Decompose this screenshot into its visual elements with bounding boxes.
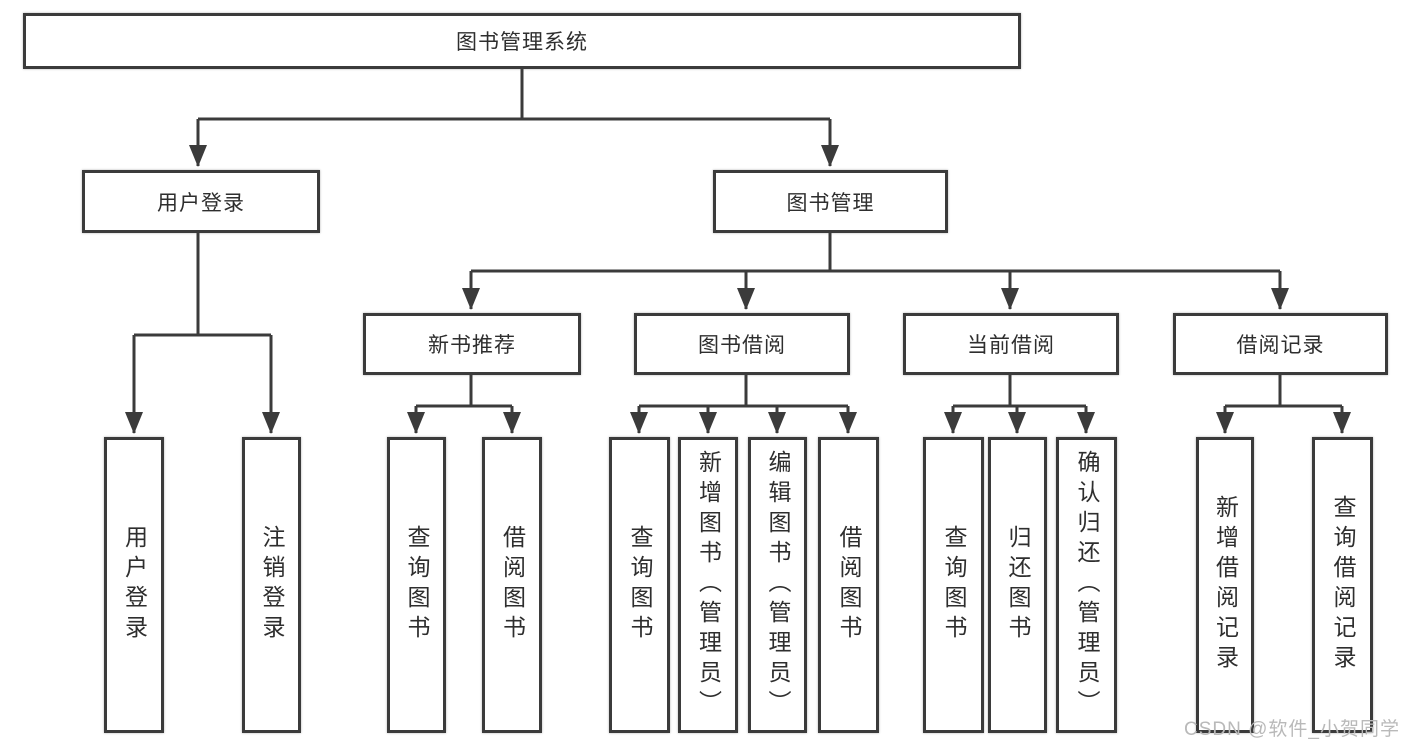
node-leaf-confirm-return-admin-label: 确认归还（管理员） xyxy=(1074,450,1100,720)
node-current-borrow: 当前借阅 xyxy=(903,313,1119,375)
node-leaf-add-borrow-record-label: 新增借阅记录 xyxy=(1212,495,1239,675)
node-leaf-user-login-label: 用户登录 xyxy=(121,525,148,645)
node-leaf-logout: 注销登录 xyxy=(242,437,301,733)
node-leaf-confirm-return-admin: 确认归还（管理员） xyxy=(1056,437,1117,733)
node-leaf-query-books-current-label: 查询图书 xyxy=(941,525,967,645)
node-book-management-label: 图书管理 xyxy=(786,191,875,215)
node-user-login: 用户登录 xyxy=(82,170,320,233)
node-leaf-logout-label: 注销登录 xyxy=(259,525,285,645)
node-leaf-borrow-books-recommend-label: 借阅图书 xyxy=(499,525,526,645)
node-leaf-borrow-books: 借阅图书 xyxy=(818,437,879,733)
csdn-watermark: CSDN @软件_小贺同学 xyxy=(1184,719,1400,740)
node-leaf-borrow-books-recommend: 借阅图书 xyxy=(482,437,542,733)
node-current-borrow-label: 当前借阅 xyxy=(967,334,1055,357)
node-leaf-query-books-recommend: 查询图书 xyxy=(387,437,446,733)
node-leaf-add-book-admin: 新增图书（管理员） xyxy=(678,437,738,733)
node-new-book-recommend-label: 新书推荐 xyxy=(428,334,516,357)
node-leaf-return-book-label: 归还图书 xyxy=(1005,525,1031,645)
node-leaf-query-books-current: 查询图书 xyxy=(923,437,984,733)
node-leaf-query-books-borrow-label: 查询图书 xyxy=(627,525,653,645)
node-leaf-query-books-recommend-label: 查询图书 xyxy=(404,525,430,645)
node-leaf-query-books-borrow: 查询图书 xyxy=(609,437,670,733)
node-leaf-edit-book-admin: 编辑图书（管理员） xyxy=(748,437,807,733)
node-new-book-recommend: 新书推荐 xyxy=(363,313,581,375)
node-leaf-add-borrow-record: 新增借阅记录 xyxy=(1196,437,1254,733)
node-leaf-edit-book-admin-label: 编辑图书（管理员） xyxy=(765,450,791,720)
node-leaf-query-borrow-record: 查询借阅记录 xyxy=(1312,437,1373,733)
node-root-label: 图书管理系统 xyxy=(456,31,588,54)
node-book-borrow-label: 图书借阅 xyxy=(698,334,786,357)
node-borrow-record: 借阅记录 xyxy=(1173,313,1388,375)
node-leaf-user-login: 用户登录 xyxy=(104,437,164,733)
node-leaf-add-book-admin-label: 新增图书（管理员） xyxy=(695,450,722,720)
node-root: 图书管理系统 xyxy=(23,13,1021,69)
node-user-login-label: 用户登录 xyxy=(157,191,245,215)
node-book-borrow: 图书借阅 xyxy=(634,313,850,375)
node-borrow-record-label: 借阅记录 xyxy=(1236,334,1325,357)
node-book-management: 图书管理 xyxy=(713,170,948,233)
node-leaf-query-borrow-record-label: 查询借阅记录 xyxy=(1330,495,1356,675)
node-leaf-borrow-books-label: 借阅图书 xyxy=(836,525,862,645)
node-leaf-return-book: 归还图书 xyxy=(988,437,1047,733)
